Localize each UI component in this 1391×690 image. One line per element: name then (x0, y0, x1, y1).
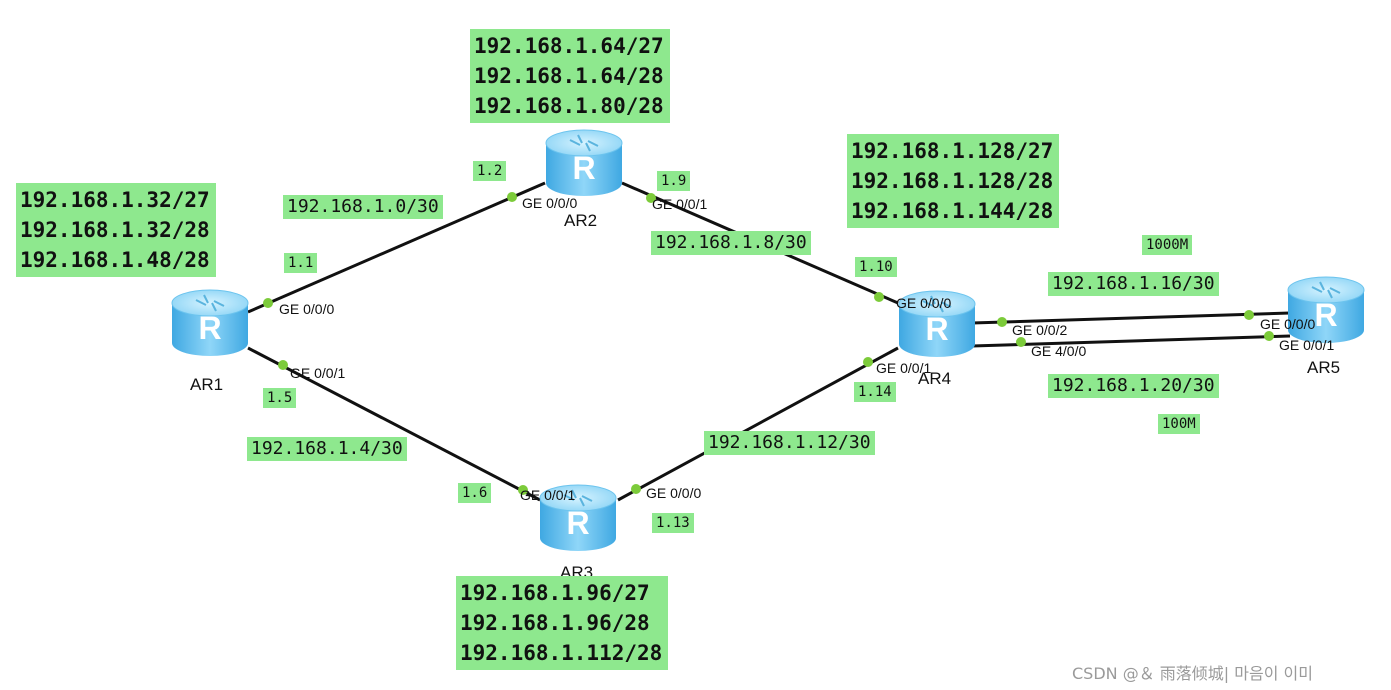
link-network-label: 192.168.1.12/30 (704, 431, 875, 455)
router-icon[interactable]: R (539, 484, 617, 551)
router-name-ar4: AR4 (918, 369, 952, 388)
port-dot (646, 193, 656, 203)
subnet-group-ar2: 192.168.1.64/27 192.168.1.64/28 192.168.… (470, 29, 670, 123)
subnet-label: 192.168.1.32/28 (20, 218, 210, 242)
router-icon[interactable]: R (1287, 276, 1365, 343)
link-ar1-ar3 (247, 346, 541, 502)
link-speed-label: 100M (1158, 414, 1200, 434)
link-network-label: 192.168.1.0/30 (283, 195, 443, 219)
router-icon[interactable]: R (171, 289, 249, 356)
port-dot (518, 485, 528, 495)
port-label: GE 4/0/0 (1031, 343, 1087, 359)
watermark: CSDN @＆ 雨落倾城| 마음이 이미 (1072, 664, 1313, 683)
link-speed-label: 1000M (1142, 235, 1193, 255)
port-label: GE 0/0/1 (1279, 337, 1335, 353)
port-dot (631, 484, 641, 494)
port-dot (1244, 310, 1254, 320)
router-name-ar5: AR5 (1307, 358, 1341, 377)
port-label: GE 0/0/1 (520, 487, 576, 503)
interface-ip-label: 1.9 (657, 171, 691, 191)
port-label: GE 0/0/0 (522, 195, 578, 211)
port-dot (263, 298, 273, 308)
port-label: GE 0/0/0 (896, 295, 952, 311)
subnet-label: 192.168.1.64/27 (474, 34, 664, 58)
svg-text:R: R (572, 150, 595, 186)
subnet-label: 192.168.1.48/28 (20, 248, 210, 272)
link-network-label: 192.168.1.4/30 (247, 437, 407, 461)
router-icon[interactable]: R (545, 129, 623, 196)
port-dot (1016, 337, 1026, 347)
svg-text:R: R (198, 310, 221, 346)
subnet-group-ar4: 192.168.1.128/27 192.168.1.128/28 192.16… (847, 134, 1060, 228)
interface-ip-label: 1.5 (263, 388, 297, 408)
port-label: GE 0/0/0 (646, 485, 702, 501)
port-dot (874, 292, 884, 302)
interface-ip-label: 1.6 (458, 483, 492, 503)
port-dot (863, 357, 873, 367)
port-dot (278, 360, 288, 370)
subnet-label: 192.168.1.96/27 (460, 581, 650, 605)
interface-ip-label: 1.10 (855, 257, 897, 277)
subnet-label: 192.168.1.32/27 (20, 188, 210, 212)
router-name-ar2: AR2 (564, 211, 598, 230)
port-label: GE 0/0/1 (876, 360, 932, 376)
port-label: GE 0/0/1 (652, 196, 708, 212)
port-dot (1264, 331, 1274, 341)
link-ar4-ar5-1000m (971, 311, 1291, 325)
interface-ip-label: 1.2 (473, 161, 507, 181)
port-label: GE 0/0/0 (1260, 316, 1316, 332)
interface-ip-label: 1.13 (652, 513, 694, 533)
subnet-label: 192.168.1.144/28 (851, 199, 1054, 223)
svg-text:R: R (925, 311, 948, 347)
link-network-label: 192.168.1.20/30 (1048, 374, 1219, 398)
link-network-label: 192.168.1.8/30 (651, 231, 811, 255)
subnet-label: 192.168.1.96/28 (460, 611, 650, 635)
router-icon[interactable]: R (898, 290, 976, 357)
link-ar3-ar4 (617, 346, 899, 502)
subnet-label: 192.168.1.128/27 (851, 139, 1054, 163)
router-name-ar1: AR1 (190, 375, 224, 394)
port-dot (507, 192, 517, 202)
subnet-group-ar1: 192.168.1.32/27 192.168.1.32/28 192.168.… (16, 183, 216, 277)
port-label: GE 0/0/1 (290, 365, 346, 381)
port-label: GE 0/0/2 (1012, 322, 1068, 338)
subnet-label: 192.168.1.128/28 (851, 169, 1054, 193)
subnet-group-ar3: 192.168.1.96/27 192.168.1.96/28 192.168.… (456, 576, 669, 670)
svg-text:R: R (1314, 297, 1337, 333)
subnet-label: 192.168.1.112/28 (460, 641, 663, 665)
subnet-label: 192.168.1.64/28 (474, 64, 664, 88)
port-dot (997, 317, 1007, 327)
link-ar1-ar2 (247, 181, 546, 314)
link-network-label: 192.168.1.16/30 (1048, 272, 1219, 296)
port-label: GE 0/0/0 (279, 301, 335, 317)
interface-ip-label: 1.14 (854, 382, 896, 402)
interface-ip-label: 1.1 (284, 253, 318, 273)
svg-text:R: R (566, 505, 589, 541)
subnet-label: 192.168.1.80/28 (474, 94, 664, 118)
